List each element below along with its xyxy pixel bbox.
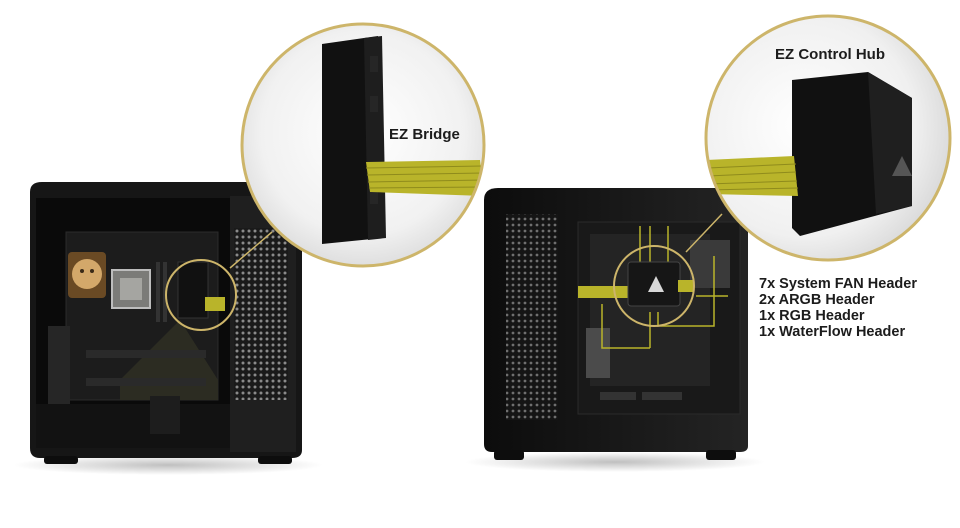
right-side-mesh xyxy=(506,214,558,420)
right-case-shadow xyxy=(465,452,765,472)
left-highlight-ring xyxy=(165,259,237,331)
ez-bridge-label: EZ Bridge xyxy=(389,126,460,143)
hub-ribbon-cable xyxy=(706,156,799,196)
spec-rgb-header: 1x RGB Header xyxy=(759,308,865,324)
right-pc-case xyxy=(484,188,748,460)
spec-fan-headers: 7x System FAN Header xyxy=(759,276,917,292)
ez-bridge-callout xyxy=(240,22,486,268)
spec-waterflow-header: 1x WaterFlow Header xyxy=(759,324,906,340)
ez-control-hub-label: EZ Control Hub xyxy=(775,46,885,63)
left-pc-case xyxy=(30,182,302,464)
left-case-shadow xyxy=(13,455,323,475)
spec-argb-headers: 2x ARGB Header xyxy=(759,292,875,308)
bridge-ribbon-cable xyxy=(365,160,484,196)
ez-control-hub-callout xyxy=(704,14,952,262)
hub-wiring xyxy=(601,226,728,349)
left-front-mesh xyxy=(234,228,288,400)
header-spec-list: 7x System FAN Header 2x ARGB Header 1x R… xyxy=(759,276,917,340)
dragon-artwork xyxy=(68,252,106,298)
right-highlight-ring xyxy=(613,245,695,327)
